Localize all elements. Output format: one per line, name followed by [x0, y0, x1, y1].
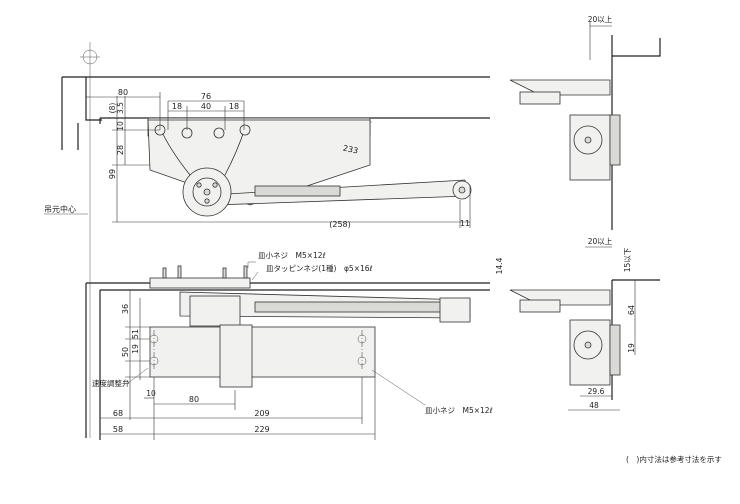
dim-14-4: 14.4 [495, 257, 504, 274]
bottom-plan-view: 皿小ネジ M5×12ℓ 皿タッピンネジ(1種) φ5×16ℓ 36 51 19 … [85, 251, 493, 440]
dim-18-right: 18 [229, 102, 239, 111]
dim-209: 209 [254, 409, 269, 418]
dim-19-right: 19 [627, 343, 636, 353]
speed-valve-label: 速度調整弁 [92, 378, 130, 388]
dim-80: 80 [118, 88, 128, 97]
hinge-center-label: 吊元中心 [44, 204, 76, 214]
dim-3-5: 3.5 [116, 102, 125, 114]
side-view-top: 20以上 [509, 15, 661, 230]
dim-99: 99 [108, 169, 117, 179]
screw-label-3: 皿小ネジ M5×12ℓ [425, 406, 493, 415]
dim-10: 10 [116, 121, 125, 131]
closer-body-plan [149, 326, 376, 378]
dim-36: 36 [121, 304, 130, 314]
dim-58: 58 [113, 425, 123, 434]
top-bracket [149, 277, 251, 289]
dim-18-left: 18 [172, 102, 182, 111]
dim-40: 40 [201, 102, 211, 111]
dim-10-bottom: 10 [146, 389, 156, 398]
dim-48: 48 [589, 401, 599, 410]
dim-64: 64 [627, 305, 636, 315]
dim-229: 229 [254, 425, 269, 434]
side-view-bottom: 20以上 15以下 14.4 64 19 29.6 48 [495, 237, 660, 411]
dim-20-bottom-right: 20以上 [588, 237, 613, 246]
dim-11: 11 [460, 219, 470, 228]
dim-233: 233 [342, 144, 359, 156]
dim-68: 68 [113, 409, 123, 418]
top-front-view: 80 76 18 40 18 (8) 3.5 10 28 99 (258) 11… [44, 42, 490, 438]
dim-51: 51 [131, 329, 140, 339]
screw-label-2: 皿タッピンネジ(1種) φ5×16ℓ [266, 263, 373, 273]
dim-15: 15以下 [623, 247, 632, 272]
dim-80-bottom: 80 [189, 395, 199, 404]
dim-19-left: 19 [131, 344, 140, 354]
dim-258: (258) [329, 220, 351, 229]
dim-8: (8) [108, 103, 117, 114]
dim-29-6: 29.6 [588, 387, 605, 396]
dim-50: 50 [121, 347, 130, 357]
dim-28: 28 [116, 145, 125, 155]
screw-label-1: 皿小ネジ M5×12ℓ [258, 251, 326, 260]
dim-76: 76 [201, 92, 211, 101]
dim-20-top-right: 20以上 [588, 15, 613, 24]
footnote: ( )内寸法は参考寸法を示す [626, 454, 722, 464]
